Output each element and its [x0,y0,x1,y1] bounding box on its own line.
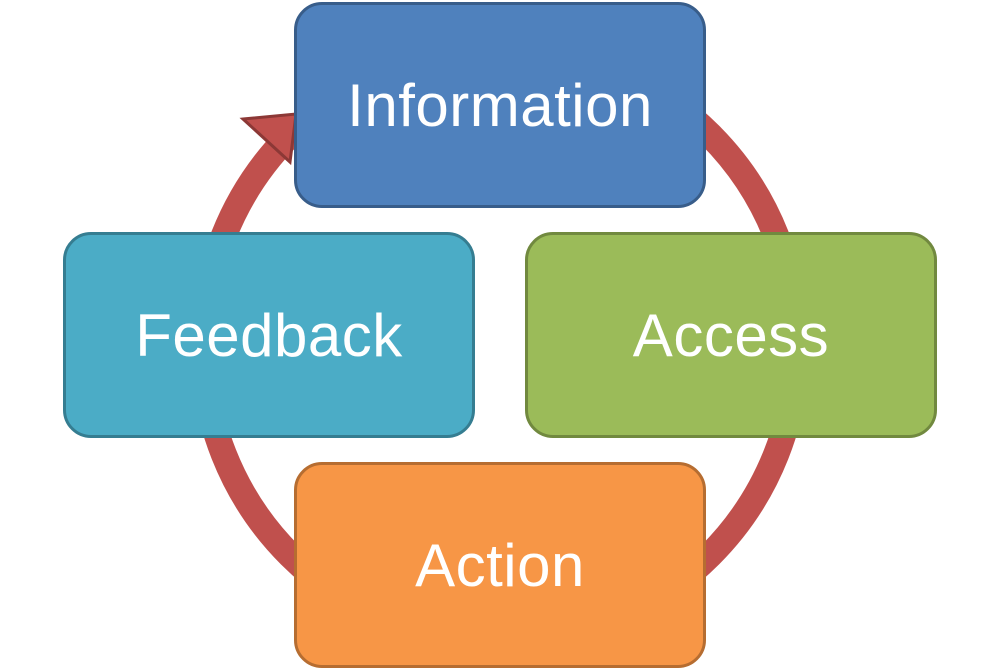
information-label: Information [347,71,653,139]
access-box: Access [525,232,937,438]
action-box: Action [294,462,706,668]
feedback-label: Feedback [135,301,403,369]
action-label: Action [415,531,585,599]
feedback-box: Feedback [63,232,475,438]
information-box: Information [294,2,706,208]
access-label: Access [632,301,830,369]
cycle-arrowhead [239,112,298,166]
